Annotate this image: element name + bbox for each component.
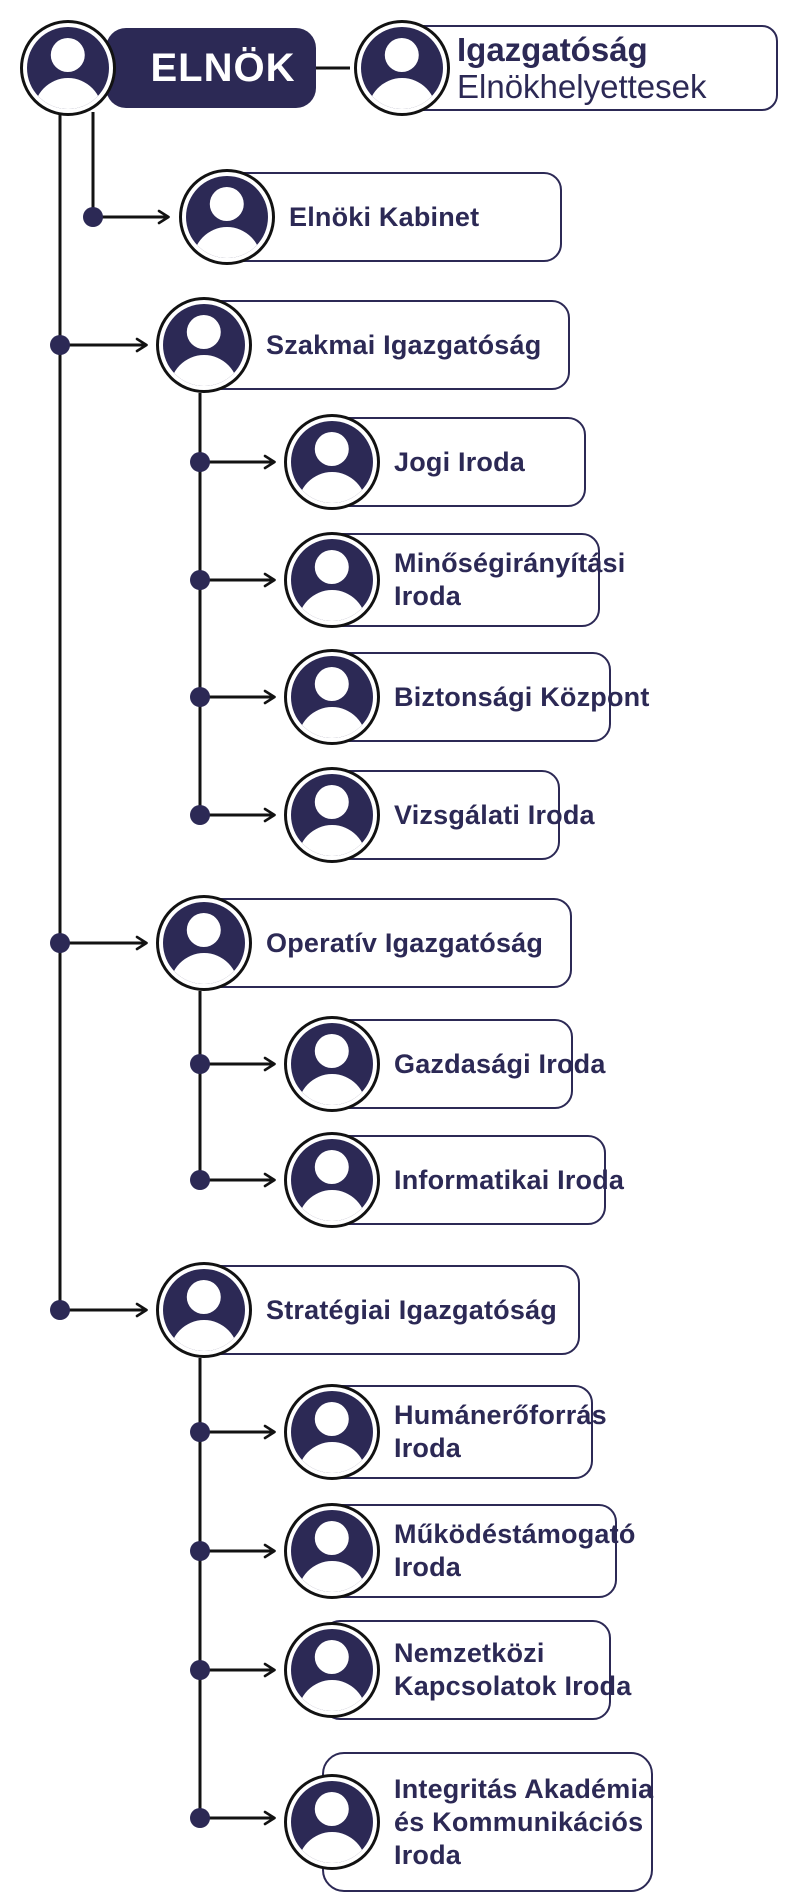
person-icon (284, 1622, 380, 1718)
node-label: Vizsgálati Iroda (394, 799, 595, 830)
person-icon (284, 1774, 380, 1870)
node-label: Elnöki Kabinet (289, 201, 480, 232)
person-icon (156, 1262, 252, 1358)
node-nemzetkozi-kapcsolatok-iroda: Nemzetközi Kapcsolatok Iroda (284, 1620, 631, 1720)
node-label: Minőségirányítási Iroda (394, 548, 626, 611)
person-icon (284, 414, 380, 510)
person-icon (156, 297, 252, 393)
node-label: Integritás Akadémia és Kommunikációs Iro… (394, 1773, 654, 1870)
person-icon (284, 532, 380, 628)
person-icon (284, 1384, 380, 1480)
node-humaneroforras-iroda: Humánerőforrás Iroda (284, 1384, 607, 1480)
person-icon (156, 895, 252, 991)
node-gazdasagi-iroda: Gazdasági Iroda (284, 1016, 605, 1112)
node-label: Nemzetközi Kapcsolatok Iroda (394, 1638, 632, 1701)
node-minosegiranyitasi-iroda: Minőségirányítási Iroda (284, 532, 625, 628)
branch-arrows (67, 209, 276, 1826)
node-biztonsagi-kozpont: Biztonsági Központ (284, 649, 649, 745)
node-operativ-igazgatosag: Operatív Igazgatóság (156, 895, 572, 991)
person-icon (284, 1132, 380, 1228)
node-mukodestamogato-iroda: Működéstámogató Iroda (284, 1503, 635, 1599)
person-icon (284, 767, 380, 863)
person-icon (179, 169, 275, 265)
node-label: Szakmai Igazgatóság (266, 329, 542, 360)
board-subtitle: Elnökhelyettesek (457, 68, 707, 105)
node-label: Jogi Iroda (394, 446, 526, 477)
node-integritas-akademia-es-kommunikacios-iroda: Integritás Akadémia és Kommunikációs Iro… (284, 1752, 654, 1892)
node-label: Informatikai Iroda (394, 1164, 625, 1195)
node-strategiai-igazgatosag: Stratégiai Igazgatóság (156, 1262, 580, 1358)
node-informatikai-iroda: Informatikai Iroda (284, 1132, 624, 1228)
node-label: Stratégiai Igazgatóság (266, 1294, 557, 1325)
node-igazgatosag: Igazgatóság Elnökhelyettesek (354, 20, 778, 116)
node-elnok: ELNÖK (20, 20, 316, 116)
node-label-igazgatosag: Igazgatóság Elnökhelyettesek (394, 31, 706, 105)
node-label: Operatív Igazgatóság (266, 927, 544, 958)
node-label-elnok: ELNÖK (150, 45, 296, 90)
node-szakmai-igazgatosag: Szakmai Igazgatóság (156, 297, 570, 393)
branch-dots (50, 207, 210, 1828)
node-vizsgalati-iroda: Vizsgálati Iroda (284, 767, 595, 863)
person-icon (354, 20, 450, 116)
board-title: Igazgatóság (457, 31, 648, 68)
node-label: Biztonsági Központ (394, 681, 650, 712)
node-label: Gazdasági Iroda (394, 1048, 606, 1079)
node-label: Működéstámogató Iroda (394, 1519, 636, 1582)
person-icon (284, 1016, 380, 1112)
person-icon (284, 1503, 380, 1599)
person-icon (284, 649, 380, 745)
node-jogi-iroda: Jogi Iroda (284, 414, 586, 510)
node-elnoki-kabinet: Elnöki Kabinet (179, 169, 562, 265)
node-label: Humánerőforrás Iroda (394, 1400, 607, 1463)
person-icon (20, 20, 116, 116)
